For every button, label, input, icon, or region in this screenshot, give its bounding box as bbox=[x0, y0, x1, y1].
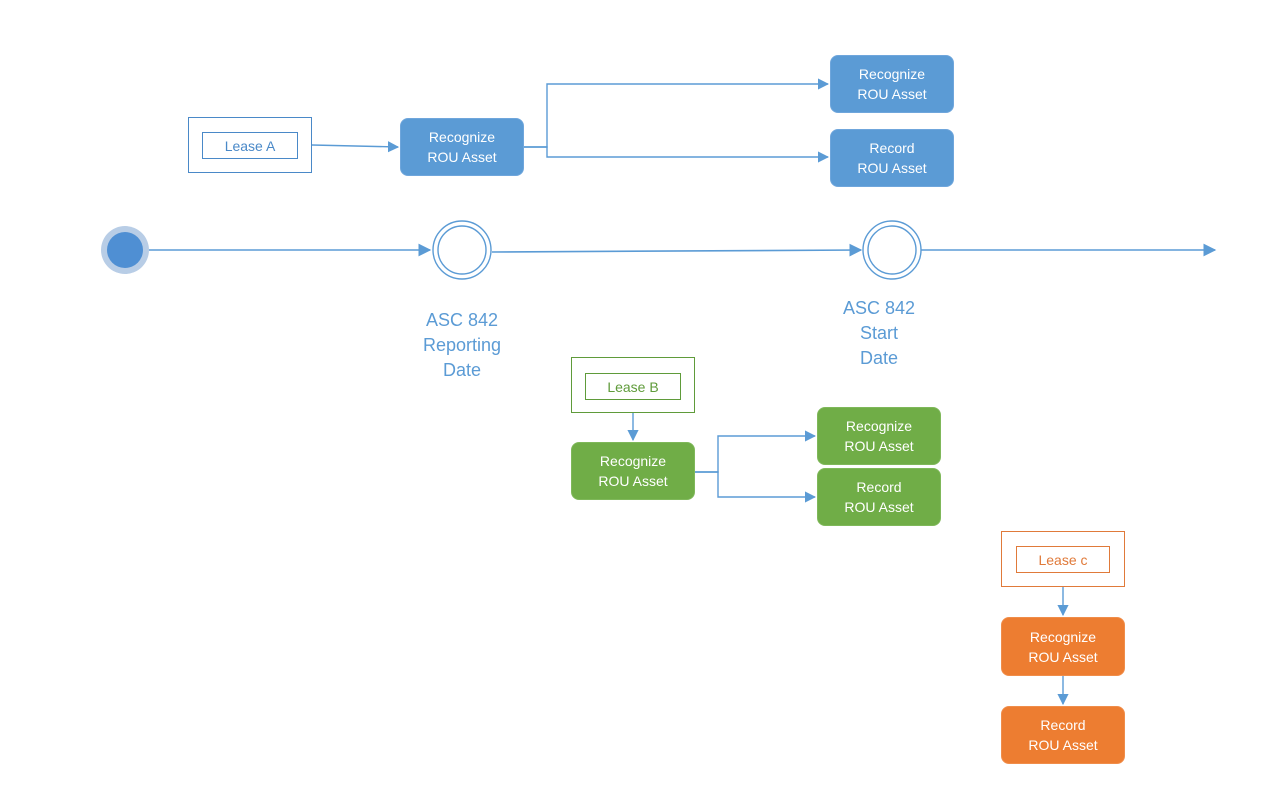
lease-a-connector bbox=[311, 141, 400, 153]
lease-b-branch-1 bbox=[695, 430, 817, 473]
start-date-event-inner bbox=[867, 225, 917, 275]
lease-c-recognize-task[interactable]: Recognize ROU Asset bbox=[1001, 617, 1125, 676]
lease-c-box[interactable]: Lease c bbox=[1001, 531, 1125, 587]
lease-a-box[interactable]: Lease A bbox=[188, 117, 312, 173]
reporting-date-label: ASC 842 Reporting Date bbox=[422, 310, 502, 380]
start-date-label: ASC 842 Start Date bbox=[842, 298, 916, 368]
lease-a-outcome-record[interactable]: Record ROU Asset bbox=[830, 129, 954, 187]
lease-a-recognize-task[interactable]: Recognize ROU Asset bbox=[400, 118, 524, 176]
lease-a-branch-1 bbox=[524, 78, 830, 148]
lease-c-outcome-record[interactable]: Record ROU Asset bbox=[1001, 706, 1125, 764]
reporting-date-event-inner bbox=[437, 225, 487, 275]
lease-b-outcome-record[interactable]: Record ROU Asset bbox=[817, 468, 941, 526]
lease-b-box[interactable]: Lease B bbox=[571, 357, 695, 413]
timeline-segment-2 bbox=[491, 243, 863, 257]
lease-b-branch-2 bbox=[695, 471, 817, 503]
lease-c-label: Lease c bbox=[1016, 546, 1110, 573]
lease-b-recognize-task[interactable]: Recognize ROU Asset bbox=[571, 442, 695, 500]
lease-a-branch-2 bbox=[524, 146, 830, 163]
lease-a-outcome-recognize[interactable]: Recognize ROU Asset bbox=[830, 55, 954, 113]
lease-b-label: Lease B bbox=[585, 373, 681, 400]
lease-b-outcome-recognize[interactable]: Recognize ROU Asset bbox=[817, 407, 941, 465]
start-event[interactable] bbox=[107, 232, 143, 268]
lease-a-label: Lease A bbox=[202, 132, 298, 159]
